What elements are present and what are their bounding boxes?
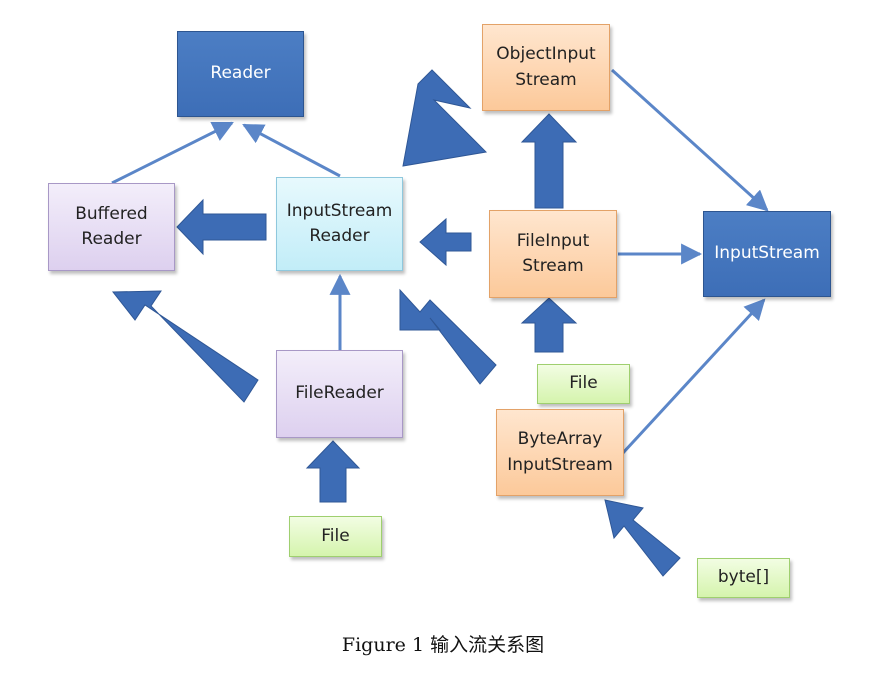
node-file-reader: FileReader bbox=[276, 350, 403, 438]
inputstream-reader-label: InputStream Reader bbox=[286, 200, 393, 247]
node-byte-array: byte[] bbox=[697, 558, 790, 598]
edge-objectinputstream-to-inputstream bbox=[610, 68, 769, 212]
node-reader: Reader bbox=[177, 31, 304, 117]
node-byte-array-input-stream: ByteArray InputStream bbox=[496, 409, 624, 496]
file-reader-label: FileReader bbox=[295, 383, 384, 404]
figure-caption: Figure 1 输入流关系图 bbox=[341, 634, 545, 656]
block-arrow-inputstreamreader-to-bufferedreader bbox=[176, 198, 267, 256]
edge-bytearrayinputstream-to-inputstream bbox=[620, 298, 766, 456]
block-arrow-filereader-to-bufferedreader bbox=[111, 290, 259, 403]
node-file-left: File bbox=[289, 516, 382, 557]
node-file-right: File bbox=[537, 364, 630, 404]
file-input-stream-label: FileInput Stream bbox=[516, 230, 590, 277]
byte-array-label: byte[] bbox=[717, 567, 770, 588]
object-input-stream-label: ObjectInput Stream bbox=[496, 44, 596, 90]
file-left-label: File bbox=[321, 525, 350, 546]
buffered-reader-label: Buffered Reader bbox=[75, 203, 148, 250]
node-object-input-stream: ObjectInput Stream bbox=[482, 24, 610, 111]
block-arrow-fileinputstream-to-inputstreamreader bbox=[419, 217, 472, 267]
block-arrow-bytearrayinputstream-to-inputstreamreader bbox=[399, 288, 497, 385]
file-right-label: File bbox=[569, 373, 598, 394]
block-arrow-fileinputstream-to-objectinputstream bbox=[520, 113, 578, 209]
reader-label: Reader bbox=[210, 63, 271, 84]
edge-inputstreamreader-to-reader bbox=[242, 123, 341, 178]
input-stream-label: InputStream bbox=[714, 243, 820, 264]
node-input-stream: InputStream bbox=[703, 211, 831, 297]
block-arrow-file-to-filereader bbox=[305, 440, 361, 503]
node-buffered-reader: Buffered Reader bbox=[48, 183, 175, 271]
block-arrow-objectinputstream-to-inputstreamreader bbox=[402, 69, 488, 167]
block-arrow-bytearray-to-bytearrayinputstream bbox=[604, 499, 681, 577]
byte-array-input-stream-label: ByteArray InputStream bbox=[507, 429, 613, 475]
edge-bufferedreader-to-reader bbox=[111, 121, 234, 185]
block-arrow-file-to-fileinputstream bbox=[520, 297, 578, 353]
node-inputstream-reader: InputStream Reader bbox=[276, 177, 403, 271]
node-file-input-stream: FileInput Stream bbox=[489, 210, 617, 298]
